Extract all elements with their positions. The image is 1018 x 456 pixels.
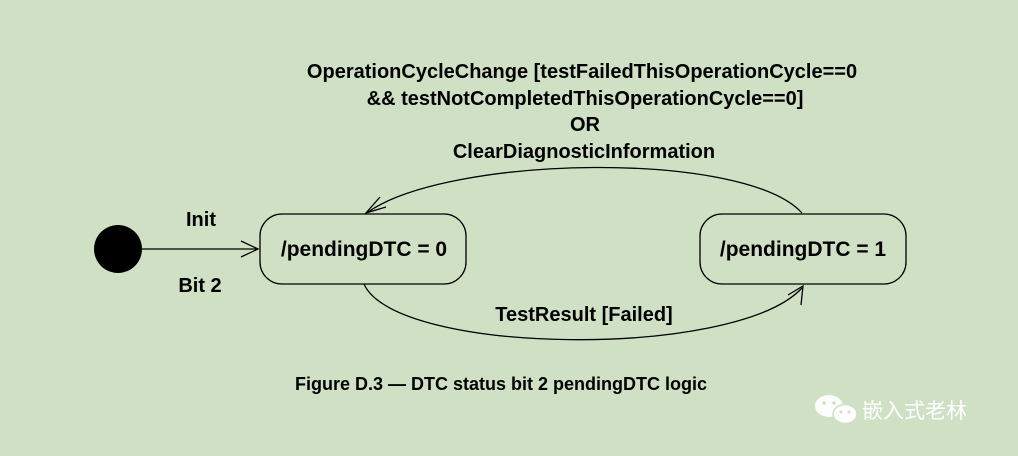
figure-caption: Figure D.3 — DTC status bit 2 pendingDTC…: [295, 374, 707, 394]
bottom-transition-arc: [363, 283, 803, 341]
initial-transition-arrowhead: [240, 240, 260, 258]
init-label: Init: [186, 209, 216, 231]
top-transition-arrowhead: [364, 196, 387, 215]
bottom-transition-label: TestResult [Failed]: [495, 304, 672, 326]
top-transition-arc: [367, 166, 803, 214]
watermark-text: 嵌入式老林: [862, 399, 967, 423]
state-pending-1-label: /pendingDTC = 1: [720, 238, 887, 261]
wechat-icon: [815, 395, 858, 425]
top-transition-line-4: ClearDiagnosticInformation: [453, 141, 715, 163]
top-transition-line-2: && testNotCompletedThisOperationCycle==0…: [367, 88, 804, 110]
initial-state-dot: [94, 225, 142, 273]
top-transition-line-3: OR: [570, 114, 601, 136]
bit2-label: Bit 2: [178, 275, 221, 297]
bottom-transition-arrowhead: [787, 284, 804, 306]
state-pending-0: [259, 213, 467, 285]
state-pending-1: [699, 213, 907, 285]
state-pending-0-label: /pendingDTC = 0: [281, 238, 447, 261]
top-transition-line-1: OperationCycleChange [testFailedThisOper…: [307, 61, 857, 83]
